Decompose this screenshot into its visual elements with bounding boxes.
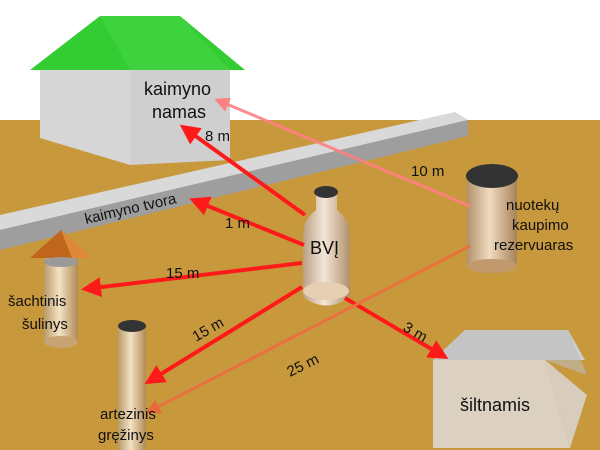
treatment-plant-label: BVĮ bbox=[310, 238, 339, 258]
treatment-plant bbox=[303, 186, 350, 306]
artesian-borehole bbox=[118, 320, 146, 450]
distance-to-well: 15 m bbox=[166, 265, 199, 282]
shaft-well bbox=[30, 230, 92, 348]
well-label-line2: šulinys bbox=[22, 316, 68, 333]
tank-label-line3: rezervuaras bbox=[494, 237, 573, 254]
arrow-to-greenhouse bbox=[343, 296, 449, 360]
house-label-line2: namas bbox=[152, 102, 206, 122]
distance-to-fence: 1 m bbox=[225, 215, 250, 232]
neighbor-fence bbox=[0, 112, 468, 250]
distance-arrows bbox=[81, 97, 471, 414]
arrow-to-house bbox=[179, 124, 307, 217]
borehole-label-line2: gręžinys bbox=[98, 427, 154, 444]
distance-to-house: 8 m bbox=[205, 128, 230, 145]
greenhouse-label: šiltnamis bbox=[460, 395, 530, 415]
arrow-tank-to-borehole bbox=[145, 244, 471, 414]
sewage-tank bbox=[466, 164, 518, 273]
greenhouse bbox=[433, 330, 587, 448]
arrow-to-fence bbox=[189, 196, 305, 247]
well-label-line1: šachtinis bbox=[8, 293, 66, 310]
distance-tank-to-house: 10 m bbox=[411, 163, 444, 180]
arrow-to-well bbox=[81, 261, 303, 298]
house-label-line1: kaimyno bbox=[144, 79, 211, 99]
borehole-label-line1: artezinis bbox=[100, 406, 156, 423]
tank-label-line1: nuotekų bbox=[506, 197, 559, 214]
arrow-to-borehole bbox=[144, 285, 304, 385]
arrow-tank-to-house bbox=[214, 97, 471, 208]
tank-label-line2: kaupimo bbox=[512, 217, 569, 234]
